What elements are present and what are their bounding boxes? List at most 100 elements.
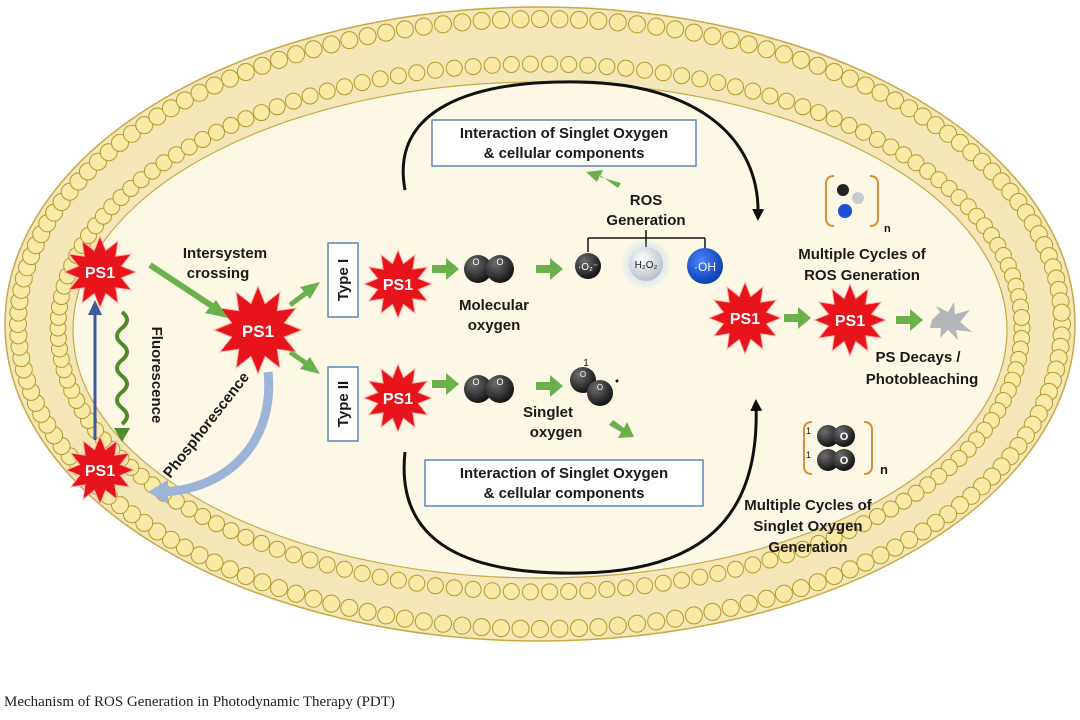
lipid-head [939, 505, 958, 524]
lipid-head [907, 484, 925, 502]
ps-decayed-icon [930, 302, 972, 340]
ps1-label: PS1 [383, 391, 413, 408]
lipid-head [721, 31, 740, 50]
lipid-head [395, 20, 414, 39]
lipid-head [913, 107, 932, 126]
cycles-subscript-n: n [880, 462, 888, 477]
lipid-head [647, 17, 666, 36]
lipid-head [684, 606, 703, 625]
lipid-head [408, 574, 426, 592]
lipid-head [205, 76, 224, 95]
lipid-head [855, 123, 872, 141]
arrow-o2-to-singlet [536, 375, 563, 397]
lipid-head [560, 56, 578, 73]
multi-ros-line2: ROS Generation [804, 267, 920, 284]
lipid-head [647, 612, 666, 631]
singlet-oxygen-icon: 1 O O [570, 358, 619, 406]
lipid-head [560, 583, 578, 600]
green-arrow-shape [536, 375, 563, 397]
lipid-head [926, 116, 945, 135]
lipid-head [205, 553, 224, 572]
lipid-head [221, 560, 239, 579]
lipid-head [521, 583, 539, 601]
lipid-head [882, 138, 900, 156]
lipid-head [703, 27, 722, 46]
lipid-head [617, 579, 635, 597]
arrow-o2-to-superoxide [536, 258, 563, 280]
lipid-head [541, 55, 559, 73]
ps1-type2: PS1 [362, 362, 434, 434]
lipid-head [727, 78, 744, 96]
ps1-regenerated: PS1 [707, 280, 783, 356]
lipid-head [1013, 309, 1031, 326]
lipid-head [318, 556, 336, 574]
lipid-head [900, 99, 919, 118]
lipid-head [190, 83, 209, 102]
interaction-top-line2: & cellular components [484, 145, 645, 162]
lipid-head [414, 612, 433, 631]
lipid-head [268, 98, 286, 116]
lipid-head [270, 50, 288, 69]
lipid-head [371, 70, 389, 88]
fluorescence-arrow [114, 310, 130, 442]
hydroxyl-icon: ·OH [687, 248, 723, 284]
h2o2-icon: H₂O₂ [620, 238, 672, 290]
lipid-head [322, 594, 341, 613]
lipid-head [148, 107, 167, 126]
lipid-head [871, 546, 890, 565]
lipid-head [336, 78, 353, 96]
lipid-head [691, 70, 709, 88]
diagram-canvas: Interaction of Singlet Oxygen & cellular… [4, 6, 1076, 642]
bottom-cycle-arrow [402, 399, 763, 575]
lipid-head [794, 98, 812, 116]
lipid-head [511, 10, 530, 29]
lipid-head [1052, 303, 1071, 322]
lipid-head [222, 116, 240, 134]
lipid-head [808, 573, 827, 592]
lipid-head [774, 584, 793, 603]
multi-singlet-line3: Generation [768, 539, 847, 556]
lipid-head [608, 13, 627, 32]
lipid-head [492, 10, 510, 29]
lipid-head [180, 500, 198, 518]
lipid-head [122, 505, 141, 524]
lipid-head [792, 50, 810, 69]
lipid-head [285, 546, 302, 564]
lipid-head [761, 551, 779, 569]
ps1-label: PS1 [835, 313, 865, 330]
lipid-head [951, 496, 969, 515]
green-arrow-shape [432, 258, 459, 280]
lipid-head [453, 13, 472, 32]
ps1-label: PS1 [383, 277, 413, 294]
lipid-head [445, 59, 463, 77]
multi-ros-line1: Multiple Cycles of [798, 246, 927, 263]
lipid-head [598, 580, 616, 598]
ps1-type1: PS1 [362, 248, 434, 320]
lipid-head [336, 560, 353, 578]
lipid-head [389, 571, 407, 589]
lipid-head [483, 56, 501, 74]
arrow-ps-to-ps [784, 307, 811, 329]
oxygen-atom-label: O [840, 431, 849, 443]
lipid-head [221, 69, 239, 88]
ros-molecules-icon: n [825, 175, 891, 235]
green-arrow-shape [536, 258, 563, 280]
cell-membrane [4, 6, 1076, 642]
figure-caption: Mechanism of ROS Generation in Photodyna… [4, 694, 395, 710]
lipid-head [521, 55, 539, 73]
lipid-head [194, 131, 212, 148]
lipid-head [570, 10, 588, 29]
lipid-head [426, 577, 444, 595]
ps1-ground-state: PS1 [62, 234, 138, 310]
lipid-head [167, 146, 185, 164]
oxygen-atom-label: O [472, 257, 479, 267]
oxygen-atom-label: O [580, 370, 586, 379]
lipid-head [882, 500, 900, 518]
arrow-to-type2 [288, 349, 320, 374]
lipid-head [222, 522, 240, 540]
cycles-subscript-n: n [884, 223, 891, 235]
lipid-head [237, 528, 255, 546]
lipid-head [666, 20, 685, 39]
lipid-head [855, 515, 872, 533]
lipid-head [472, 618, 491, 637]
